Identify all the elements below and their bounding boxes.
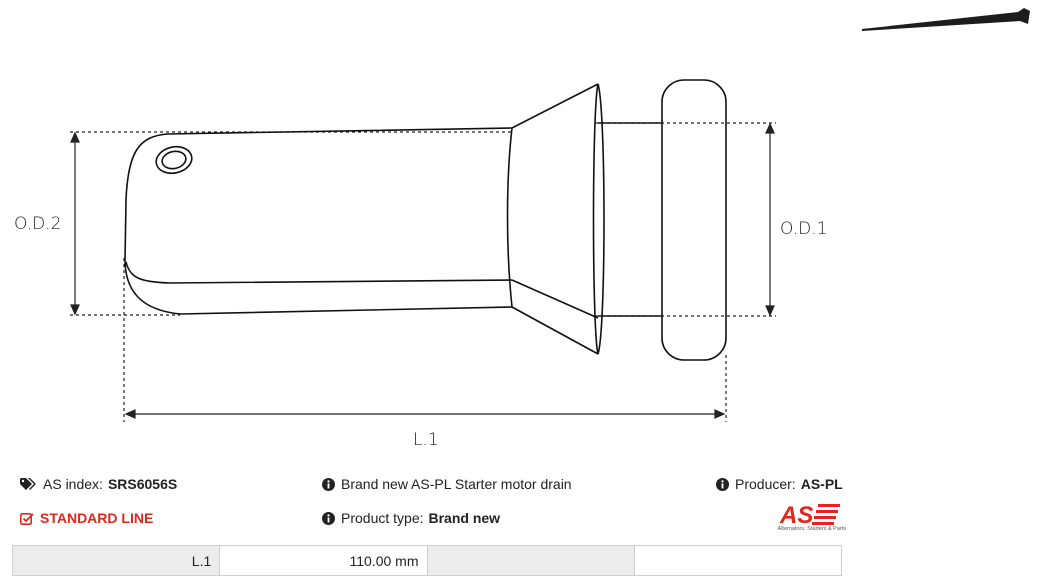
od2-label: O.D.2 xyxy=(14,214,61,234)
tags-icon xyxy=(20,477,37,491)
producer-value: AS-PL xyxy=(800,476,843,492)
svg-text:AS: AS xyxy=(779,502,813,526)
info-icon xyxy=(322,477,335,491)
od1-label: O.D.1 xyxy=(780,219,827,239)
specification-table: L.1 110.00 mm xyxy=(11,545,843,576)
as-logo-mark: AS xyxy=(779,502,840,529)
as-index: AS index: SRS6056S xyxy=(20,476,177,492)
dimension-arrows xyxy=(70,122,775,419)
producer-label: Producer: xyxy=(735,476,796,492)
as-index-value: SRS6056S xyxy=(107,476,178,492)
product-type-value: Brand new xyxy=(428,510,501,526)
spec-value: 110.00 mm xyxy=(219,545,428,576)
logo-tagline: Alternators, Starters & Parts xyxy=(777,526,846,532)
spec-label-empty xyxy=(426,545,635,576)
spec-label: L.1 xyxy=(11,545,221,576)
l1-label: L.1 xyxy=(413,430,439,450)
check-square-icon xyxy=(20,512,34,525)
product-description: Brand new AS-PL Starter motor drain xyxy=(322,476,572,492)
info-icon xyxy=(322,511,335,525)
info-icon xyxy=(716,477,729,491)
standard-line-badge: STANDARD LINE xyxy=(20,510,153,526)
as-index-label: AS index: xyxy=(43,476,103,492)
as-pl-logo: AS Alternators, Starters & Parts xyxy=(762,502,846,536)
product-thumbnail[interactable] xyxy=(862,8,1030,31)
drain-part-outline xyxy=(124,79,727,361)
standard-line-text: STANDARD LINE xyxy=(40,510,154,526)
product-type-label: Product type: xyxy=(341,510,424,526)
description-text: Brand new AS-PL Starter motor drain xyxy=(341,476,572,492)
spec-value-empty xyxy=(633,545,843,576)
technical-drawing: O.D.2 O.D.1 L.1 xyxy=(14,8,1030,450)
product-type: Product type: Brand new xyxy=(322,510,500,526)
table-row: L.1 110.00 mm xyxy=(11,545,843,576)
producer: Producer: AS-PL xyxy=(716,476,843,492)
